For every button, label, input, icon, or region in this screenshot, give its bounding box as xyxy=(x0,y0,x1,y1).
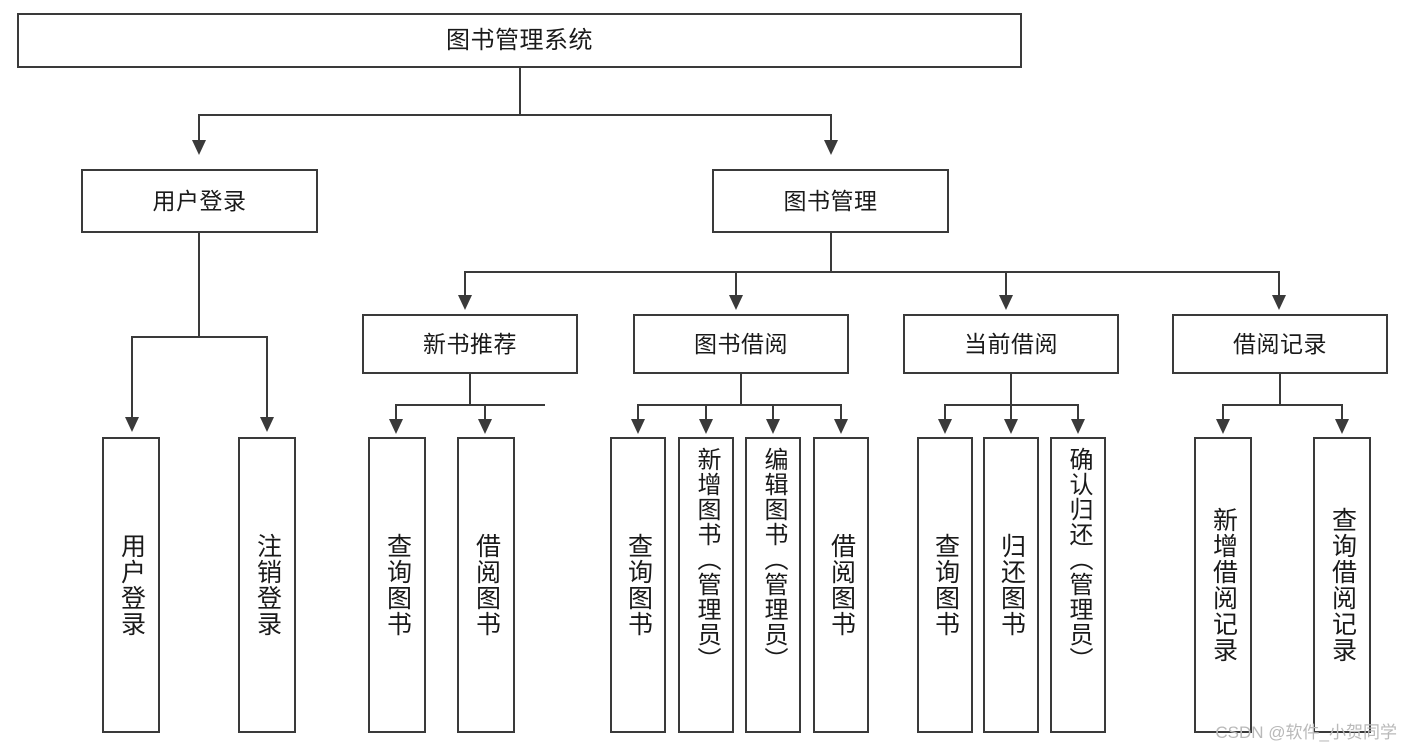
connector-bookborrow-drop-1 xyxy=(637,404,639,421)
connector-records-bus xyxy=(1222,404,1342,406)
leaf-logout[interactable]: 注销登录 xyxy=(238,437,296,733)
arrowhead-bookborrow-child-1 xyxy=(631,419,645,434)
arrowhead-book-manage xyxy=(824,140,838,155)
node-label: 用户登录 xyxy=(117,533,146,637)
node-label: 图书管理 xyxy=(783,187,878,214)
connector-currentborrow-drop-1 xyxy=(944,404,946,421)
node-label: 查询图书 xyxy=(383,533,412,637)
node-label: 借阅图书 xyxy=(827,533,856,637)
leaf-current-confirm-return-admin[interactable]: 确认归还（管理员） xyxy=(1050,437,1106,733)
arrowhead-newbook-child-2 xyxy=(478,419,492,434)
connector-level3-drop-1 xyxy=(464,271,466,297)
connector-records-drop-2 xyxy=(1341,404,1343,421)
connector-bookborrow-drop-3 xyxy=(772,404,774,421)
node-current-borrow[interactable]: 当前借阅 xyxy=(903,314,1119,374)
connector-root-stem xyxy=(519,68,521,114)
leaf-newbook-query-books[interactable]: 查询图书 xyxy=(368,437,426,733)
node-label: 查询图书 xyxy=(624,533,653,637)
arrowhead-bookborrow-child-2 xyxy=(699,419,713,434)
watermark: CSDN @软件_小贺同学 xyxy=(1215,723,1397,742)
connector-newbook-stem xyxy=(469,374,471,404)
connector-level3-drop-3 xyxy=(1005,271,1007,297)
connector-bookborrow-drop-2 xyxy=(705,404,707,421)
node-new-book-recommendation[interactable]: 新书推荐 xyxy=(362,314,578,374)
connector-newbook-drop-1 xyxy=(395,404,397,421)
connector-bookborrow-bus xyxy=(637,404,841,406)
node-user-login[interactable]: 用户登录 xyxy=(81,169,318,233)
node-book-management[interactable]: 图书管理 xyxy=(712,169,949,233)
connector-currentborrow-drop-3 xyxy=(1077,404,1079,421)
arrowhead-records-child-2 xyxy=(1335,419,1349,434)
connector-level2-bus xyxy=(198,114,832,116)
arrowhead-bookborrow-child-3 xyxy=(766,419,780,434)
connector-user-login-bus xyxy=(131,336,268,338)
leaf-borrow-add-book-admin[interactable]: 新增图书（管理员） xyxy=(678,437,734,733)
node-label: 新增借阅记录 xyxy=(1209,507,1238,663)
connector-newbook-drop-2 xyxy=(484,404,486,421)
connector-user-login-stem xyxy=(198,233,200,336)
connector-user-login-right-drop xyxy=(266,336,268,419)
node-label: 注销登录 xyxy=(253,533,282,637)
connector-level3-drop-2 xyxy=(735,271,737,297)
arrowhead-new-book-rec xyxy=(458,295,472,310)
node-label: 确认归还（管理员） xyxy=(1065,447,1092,672)
node-label: 查询图书 xyxy=(931,533,960,637)
leaf-records-query-record[interactable]: 查询借阅记录 xyxy=(1313,437,1371,733)
arrowhead-leaf-user-login xyxy=(125,417,139,432)
node-root-system[interactable]: 图书管理系统 xyxy=(17,13,1022,68)
node-book-borrow[interactable]: 图书借阅 xyxy=(633,314,849,374)
leaf-borrow-edit-book-admin[interactable]: 编辑图书（管理员） xyxy=(745,437,801,733)
connector-bookborrow-stem xyxy=(740,374,742,404)
leaf-newbook-borrow-books[interactable]: 借阅图书 xyxy=(457,437,515,733)
arrowhead-records-child-1 xyxy=(1216,419,1230,434)
connector-book-manage-stem xyxy=(830,233,832,271)
leaf-borrow-query-books[interactable]: 查询图书 xyxy=(610,437,666,733)
node-label: 查询借阅记录 xyxy=(1328,507,1357,663)
node-label: 用户登录 xyxy=(152,187,247,214)
connector-level3-bus xyxy=(464,271,1280,273)
connector-level2-left-drop xyxy=(198,114,200,142)
node-borrow-records[interactable]: 借阅记录 xyxy=(1172,314,1388,374)
arrowhead-currentborrow-child-3 xyxy=(1071,419,1085,434)
connector-level2-right-drop xyxy=(830,114,832,142)
node-label: 借阅记录 xyxy=(1233,330,1327,357)
connector-currentborrow-drop-2 xyxy=(1010,404,1012,421)
arrowhead-leaf-logout xyxy=(260,417,274,432)
connector-user-login-left-drop xyxy=(131,336,133,419)
node-label: 图书管理系统 xyxy=(446,26,593,54)
connector-records-drop-1 xyxy=(1222,404,1224,421)
arrowhead-borrow-records xyxy=(1272,295,1286,310)
leaf-current-return-books[interactable]: 归还图书 xyxy=(983,437,1039,733)
node-label: 图书借阅 xyxy=(694,330,788,357)
arrowhead-user-login xyxy=(192,140,206,155)
arrowhead-book-borrow xyxy=(729,295,743,310)
connector-newbook-bus xyxy=(395,404,545,406)
leaf-records-add-record[interactable]: 新增借阅记录 xyxy=(1194,437,1252,733)
arrowhead-currentborrow-child-2 xyxy=(1004,419,1018,434)
leaf-borrow-borrow-books[interactable]: 借阅图书 xyxy=(813,437,869,733)
node-label: 借阅图书 xyxy=(472,533,501,637)
connector-level3-drop-4 xyxy=(1278,271,1280,297)
connector-bookborrow-drop-4 xyxy=(840,404,842,421)
arrowhead-bookborrow-child-4 xyxy=(834,419,848,434)
arrowhead-current-borrow xyxy=(999,295,1013,310)
connector-records-stem xyxy=(1279,374,1281,404)
node-label: 新增图书（管理员） xyxy=(693,447,720,672)
node-label: 当前借阅 xyxy=(964,330,1058,357)
leaf-current-query-books[interactable]: 查询图书 xyxy=(917,437,973,733)
node-label: 归还图书 xyxy=(997,533,1026,637)
node-label: 编辑图书（管理员） xyxy=(760,447,787,672)
arrowhead-currentborrow-child-1 xyxy=(938,419,952,434)
leaf-user-login[interactable]: 用户登录 xyxy=(102,437,160,733)
connector-currentborrow-stem xyxy=(1010,374,1012,404)
arrowhead-newbook-child-1 xyxy=(389,419,403,434)
node-label: 新书推荐 xyxy=(423,330,517,357)
